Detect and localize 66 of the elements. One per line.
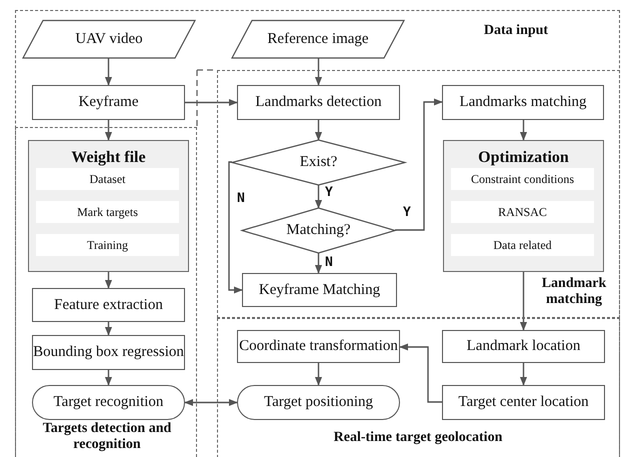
node-label: Data related [493, 236, 552, 254]
node-label: Constraint conditions [471, 170, 574, 188]
region-title: Real-time target geolocation [332, 430, 504, 446]
node-label: Keyframe Matching [258, 282, 380, 298]
node-label: Target recognition [54, 394, 164, 411]
arrow [104, 272, 112, 289]
region-title: Targets detection and recognition [42, 421, 172, 453]
arrow [184, 398, 238, 406]
geolocation-region [217, 318, 620, 457]
detection-region [15, 127, 197, 457]
panel-title: Weight file [71, 149, 146, 166]
process-box [237, 330, 400, 363]
region-title: Landmark matching [540, 276, 608, 308]
arrow [104, 370, 112, 386]
data-input-region [15, 10, 620, 457]
node-label: Training [87, 236, 128, 254]
arrow [399, 343, 442, 403]
node-label: Target positioning [264, 394, 374, 411]
node-label: Landmarks detection [255, 94, 382, 111]
node-label: Mark targets [77, 204, 138, 220]
node-label: Coordinate transformation [239, 338, 398, 355]
arrow [314, 120, 322, 141]
node-label: Dataset [90, 170, 126, 188]
process-box [442, 385, 605, 420]
arrow [314, 363, 322, 386]
process-box [237, 85, 400, 120]
process-box [32, 85, 185, 120]
panel-title: Optimization [478, 149, 569, 166]
arrow [314, 253, 322, 274]
weight-file-panel [28, 140, 189, 272]
node-label: RANSAC [498, 204, 547, 220]
arrow [314, 185, 322, 209]
process-box [442, 330, 605, 363]
arrow [228, 161, 243, 294]
decision-diamond [232, 140, 405, 185]
arrow [185, 98, 238, 106]
input-parallelogram [232, 20, 404, 58]
decision-diamond [242, 208, 395, 253]
node-label: Landmarks matching [459, 94, 587, 111]
node-label: Landmark location [466, 338, 580, 355]
node-label: Exist? [300, 154, 338, 171]
process-box [32, 335, 185, 370]
arrow [314, 58, 322, 86]
node-label: UAV video [74, 30, 144, 48]
terminal-box [32, 385, 185, 420]
terminal-box [237, 385, 400, 420]
process-box [442, 85, 604, 120]
arrow [520, 272, 528, 331]
arrow [104, 322, 112, 336]
node-label: Bounding box regression [33, 344, 184, 361]
node-label: Keyframe [78, 94, 138, 111]
node-label: Reference image [266, 30, 370, 48]
process-box [242, 273, 397, 307]
optimization-panel [443, 140, 604, 272]
landmark-matching-region [217, 70, 620, 318]
arrow [104, 120, 112, 141]
node-label: Target center location [458, 394, 589, 411]
arrow [104, 58, 112, 86]
region-title: Data input [482, 23, 550, 39]
input-parallelogram [23, 20, 195, 58]
arrow [520, 120, 528, 141]
arrow [395, 98, 443, 231]
node-label: Matching? [286, 222, 351, 239]
node-label: Feature extraction [54, 296, 163, 314]
arrow [520, 363, 528, 386]
process-box [32, 288, 185, 322]
